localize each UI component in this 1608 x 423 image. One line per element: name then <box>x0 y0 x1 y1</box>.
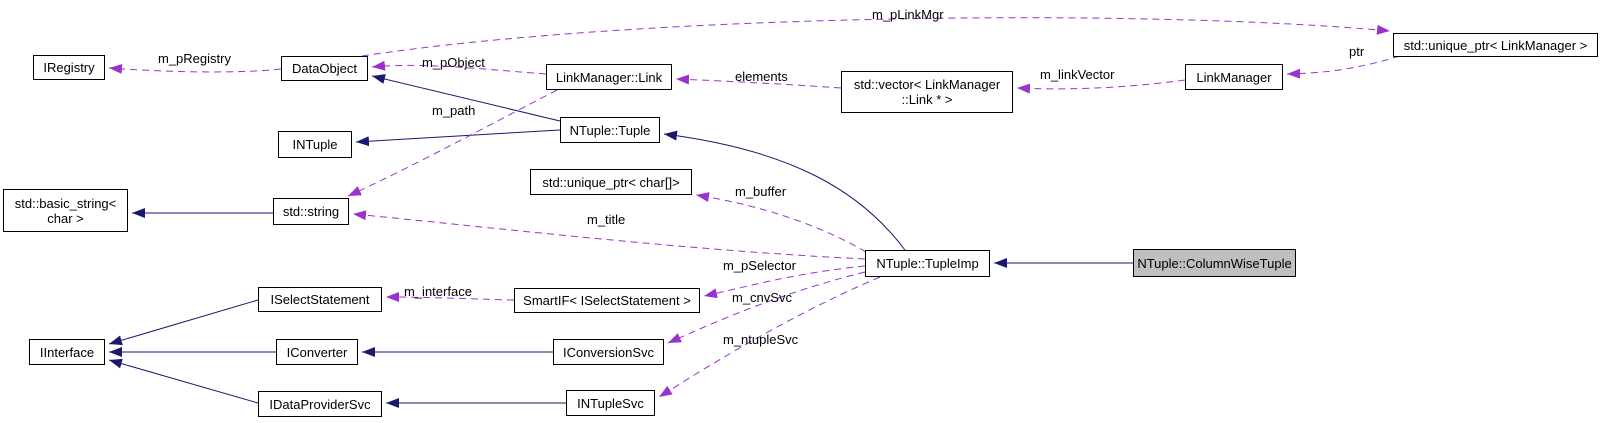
node-unique-ptr-char[interactable]: std::unique_ptr< char[]> <box>530 169 692 195</box>
edge-label-m-linkvector: m_linkVector <box>1040 67 1115 82</box>
edge-m-pregistry <box>108 63 282 74</box>
edge-label-m-interface: m_interface <box>404 284 472 299</box>
node-linkmanager[interactable]: LinkManager <box>1185 64 1283 90</box>
edge-m-buffer <box>695 192 867 253</box>
node-iconverter[interactable]: IConverter <box>276 339 358 365</box>
edge-label-m-title: m_title <box>587 212 626 227</box>
node-ntuple-columnwisetuple: NTuple::ColumnWiseTuple <box>1133 249 1296 277</box>
edge-label-m-path: m_path <box>432 103 476 118</box>
edge-tuple-intuple <box>355 129 561 147</box>
edge-label-elements: elements <box>735 69 788 84</box>
node-iregistry[interactable]: IRegistry <box>33 55 105 80</box>
node-linkmanager-link[interactable]: LinkManager::Link <box>546 64 672 90</box>
node-std-string[interactable]: std::string <box>273 198 349 225</box>
node-basic-string[interactable]: std::basic_string< char > <box>3 189 128 232</box>
edge-m-pobject <box>371 60 547 75</box>
edge-iselectstatement-iinterface <box>108 299 259 346</box>
node-dataobject[interactable]: DataObject <box>281 56 368 81</box>
edge-label-ptr: ptr <box>1349 44 1365 59</box>
node-ntuple-tuple[interactable]: NTuple::Tuple <box>560 117 660 143</box>
edge-tuple-dataobject <box>371 74 561 122</box>
edge-elements <box>675 74 842 89</box>
node-intuplesvc[interactable]: INTupleSvc <box>566 390 655 416</box>
edge-tupleimp-tuple <box>663 130 906 251</box>
edge-m-title <box>352 210 866 260</box>
edge-label-m-buffer: m_buffer <box>735 184 787 199</box>
node-iinterface[interactable]: IInterface <box>29 339 105 365</box>
edge-label-m-cnvsvc: m_cnvSvc <box>732 290 792 305</box>
edge-label-m-ntuplesvc: m_ntupleSvc <box>723 332 799 347</box>
edge-label-m-pobject: m_pObject <box>422 55 485 70</box>
node-unique-ptr-linkmanager[interactable]: std::unique_ptr< LinkManager > <box>1393 33 1598 57</box>
edge-m-plinkmgr <box>361 17 1391 57</box>
node-intuple[interactable]: INTuple <box>278 131 352 158</box>
node-smartif-iselectstatement[interactable]: SmartIF< ISelectStatement > <box>514 288 700 313</box>
edge-m-path <box>347 89 558 197</box>
edge-ptr <box>1286 55 1401 79</box>
edge-m-interface <box>385 292 515 303</box>
edge-m-pselector <box>703 265 866 299</box>
node-ntuple-tupleimp[interactable]: NTuple::TupleImp <box>865 250 990 277</box>
edge-idataprovidersvc-iinterface <box>108 358 259 404</box>
edge-label-m-plinkmgr: m_pLinkMgr <box>872 7 944 22</box>
node-idataprovidersvc[interactable]: IDataProviderSvc <box>258 391 382 417</box>
node-iselectstatement[interactable]: ISelectStatement <box>258 287 382 312</box>
edge-label-m-pregistry: m_pRegistry <box>158 51 231 66</box>
edge-label-m-pselector: m_pSelector <box>723 258 796 273</box>
node-iconversionsvc[interactable]: IConversionSvc <box>553 339 664 365</box>
edge-m-ntuplesvc <box>658 276 881 398</box>
node-vector-linkmanager-link[interactable]: std::vector< LinkManager ::Link * > <box>841 71 1013 113</box>
